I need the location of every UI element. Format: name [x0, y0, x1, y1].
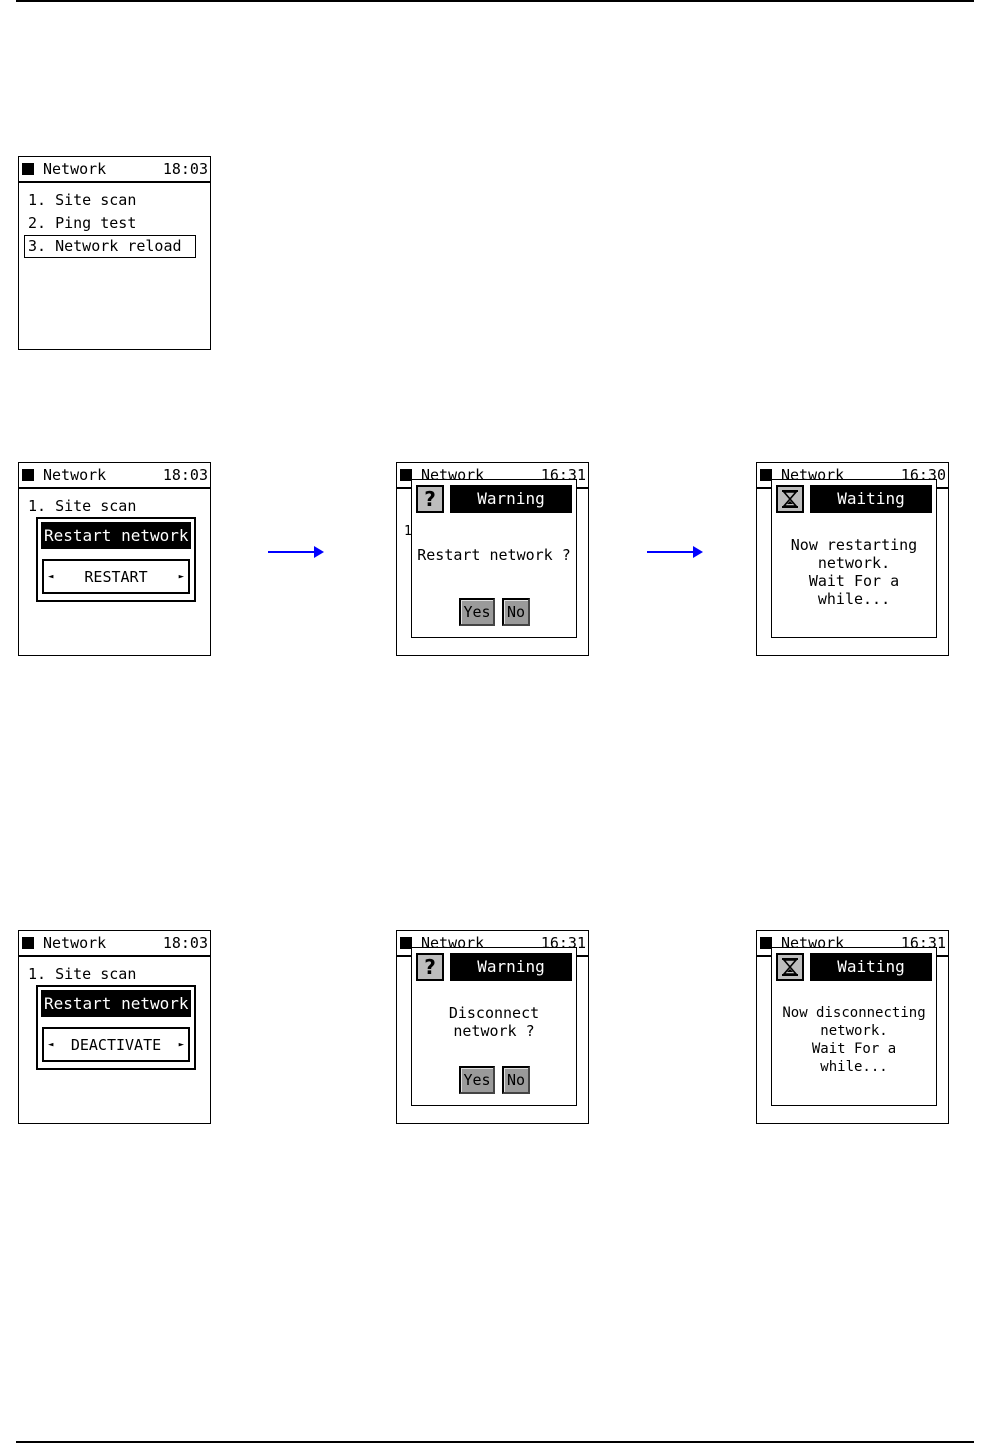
title-square-icon	[760, 937, 772, 949]
warning-dialog: ? Warning Disconnect network ? Yes No	[411, 947, 577, 1106]
dialog-header: Waiting	[776, 953, 932, 981]
screen-title: Network	[43, 466, 107, 484]
dialog-header: Waiting	[776, 485, 932, 513]
title-square-icon	[22, 163, 34, 175]
question-icon: ?	[416, 953, 444, 981]
title-square-icon	[400, 937, 412, 949]
mode-selector[interactable]: ◄ DEACTIVATE ►	[42, 1027, 190, 1062]
dialog-header: ? Warning	[416, 485, 572, 513]
arrow-right-icon[interactable]: ►	[178, 571, 184, 582]
hourglass-icon	[776, 953, 804, 981]
yes-button[interactable]: Yes	[459, 1066, 495, 1094]
dialog-message: Now restarting network. Wait For a while…	[790, 536, 918, 608]
hidden-menu-stub: 1	[404, 524, 412, 539]
dialog-message: Disconnect network ?	[448, 1004, 540, 1040]
yes-button[interactable]: Yes	[459, 598, 495, 626]
arrow-left-icon[interactable]: ◄	[48, 571, 54, 582]
dialog-message: Restart network ?	[417, 546, 571, 564]
deactivate-waiting-screen: Network 16:31 Waiting Now disconnecting …	[756, 930, 949, 1124]
restart-network-popup: Restart network ◄ RESTART ►	[36, 517, 196, 602]
waiting-dialog: Waiting Now restarting network. Wait For…	[771, 479, 937, 638]
dialog-message: Now disconnecting network. Wait For a wh…	[782, 1005, 926, 1075]
dialog-title: Waiting	[810, 485, 932, 513]
popup-title: Restart network	[41, 522, 191, 549]
title-square-icon	[22, 937, 34, 949]
mode-selector[interactable]: ◄ RESTART ►	[42, 559, 190, 594]
screen-titlebar: Network 18:03	[19, 931, 210, 957]
warning-dialog: ? Warning Restart network ? Yes No	[411, 479, 577, 638]
waiting-dialog: Waiting Now disconnecting network. Wait …	[771, 947, 937, 1106]
dialog-buttons: Yes No	[412, 1066, 576, 1094]
restart-warning-screen: Network 16:31 1 ? Warning Restart networ…	[396, 462, 589, 656]
network-menu-screen: Network 18:03 1. Site scan 2. Ping test …	[18, 156, 211, 350]
menu-item-site-scan[interactable]: 1. Site scan	[28, 497, 137, 515]
selector-value: RESTART	[84, 567, 148, 586]
deactivate-select-screen: Network 18:03 1. Site scan Restart netwo…	[18, 930, 211, 1124]
network-menu: 1. Site scan	[24, 963, 196, 986]
menu-item-site-scan[interactable]: 1. Site scan	[28, 191, 137, 209]
hourglass-icon	[776, 485, 804, 513]
screen-title: Network	[43, 160, 107, 178]
selector-value: DEACTIVATE	[70, 1035, 162, 1054]
restart-network-popup: Restart network ◄ DEACTIVATE ►	[36, 985, 196, 1070]
screen-clock: 18:03	[162, 934, 208, 952]
restart-select-screen: Network 18:03 1. Site scan Restart netwo…	[18, 462, 211, 656]
menu-item-ping-test[interactable]: 2. Ping test	[28, 214, 137, 232]
arrow-left-icon[interactable]: ◄	[48, 1039, 54, 1050]
no-button[interactable]: No	[502, 1066, 530, 1094]
title-square-icon	[400, 469, 412, 481]
network-menu: 1. Site scan	[24, 495, 196, 518]
dialog-title: Warning	[450, 953, 572, 981]
dialog-buttons: Yes No	[412, 598, 576, 626]
flow-arrow-icon	[268, 546, 324, 558]
page-bottom-rule	[16, 1441, 974, 1443]
dialog-header: ? Warning	[416, 953, 572, 981]
page-top-rule	[16, 0, 974, 2]
flow-arrow-icon	[647, 546, 703, 558]
question-icon: ?	[416, 485, 444, 513]
menu-item-network-reload[interactable]: 3. Network reload	[24, 235, 196, 258]
screen-titlebar: Network 18:03	[19, 463, 210, 489]
dialog-title: Waiting	[810, 953, 932, 981]
no-button[interactable]: No	[502, 598, 530, 626]
popup-title: Restart network	[41, 990, 191, 1017]
deactivate-warning-screen: Network 16:31 ? Warning Disconnect netwo…	[396, 930, 589, 1124]
screen-clock: 18:03	[162, 160, 208, 178]
restart-waiting-screen: Network 16:30 Waiting Now restarting net…	[756, 462, 949, 656]
screen-titlebar: Network 18:03	[19, 157, 210, 183]
title-square-icon	[22, 469, 34, 481]
title-square-icon	[760, 469, 772, 481]
screen-title: Network	[43, 934, 107, 952]
dialog-title: Warning	[450, 485, 572, 513]
screen-clock: 18:03	[162, 466, 208, 484]
menu-item-site-scan[interactable]: 1. Site scan	[28, 965, 137, 983]
network-menu: 1. Site scan 2. Ping test 3. Network rel…	[24, 189, 196, 258]
arrow-right-icon[interactable]: ►	[178, 1039, 184, 1050]
